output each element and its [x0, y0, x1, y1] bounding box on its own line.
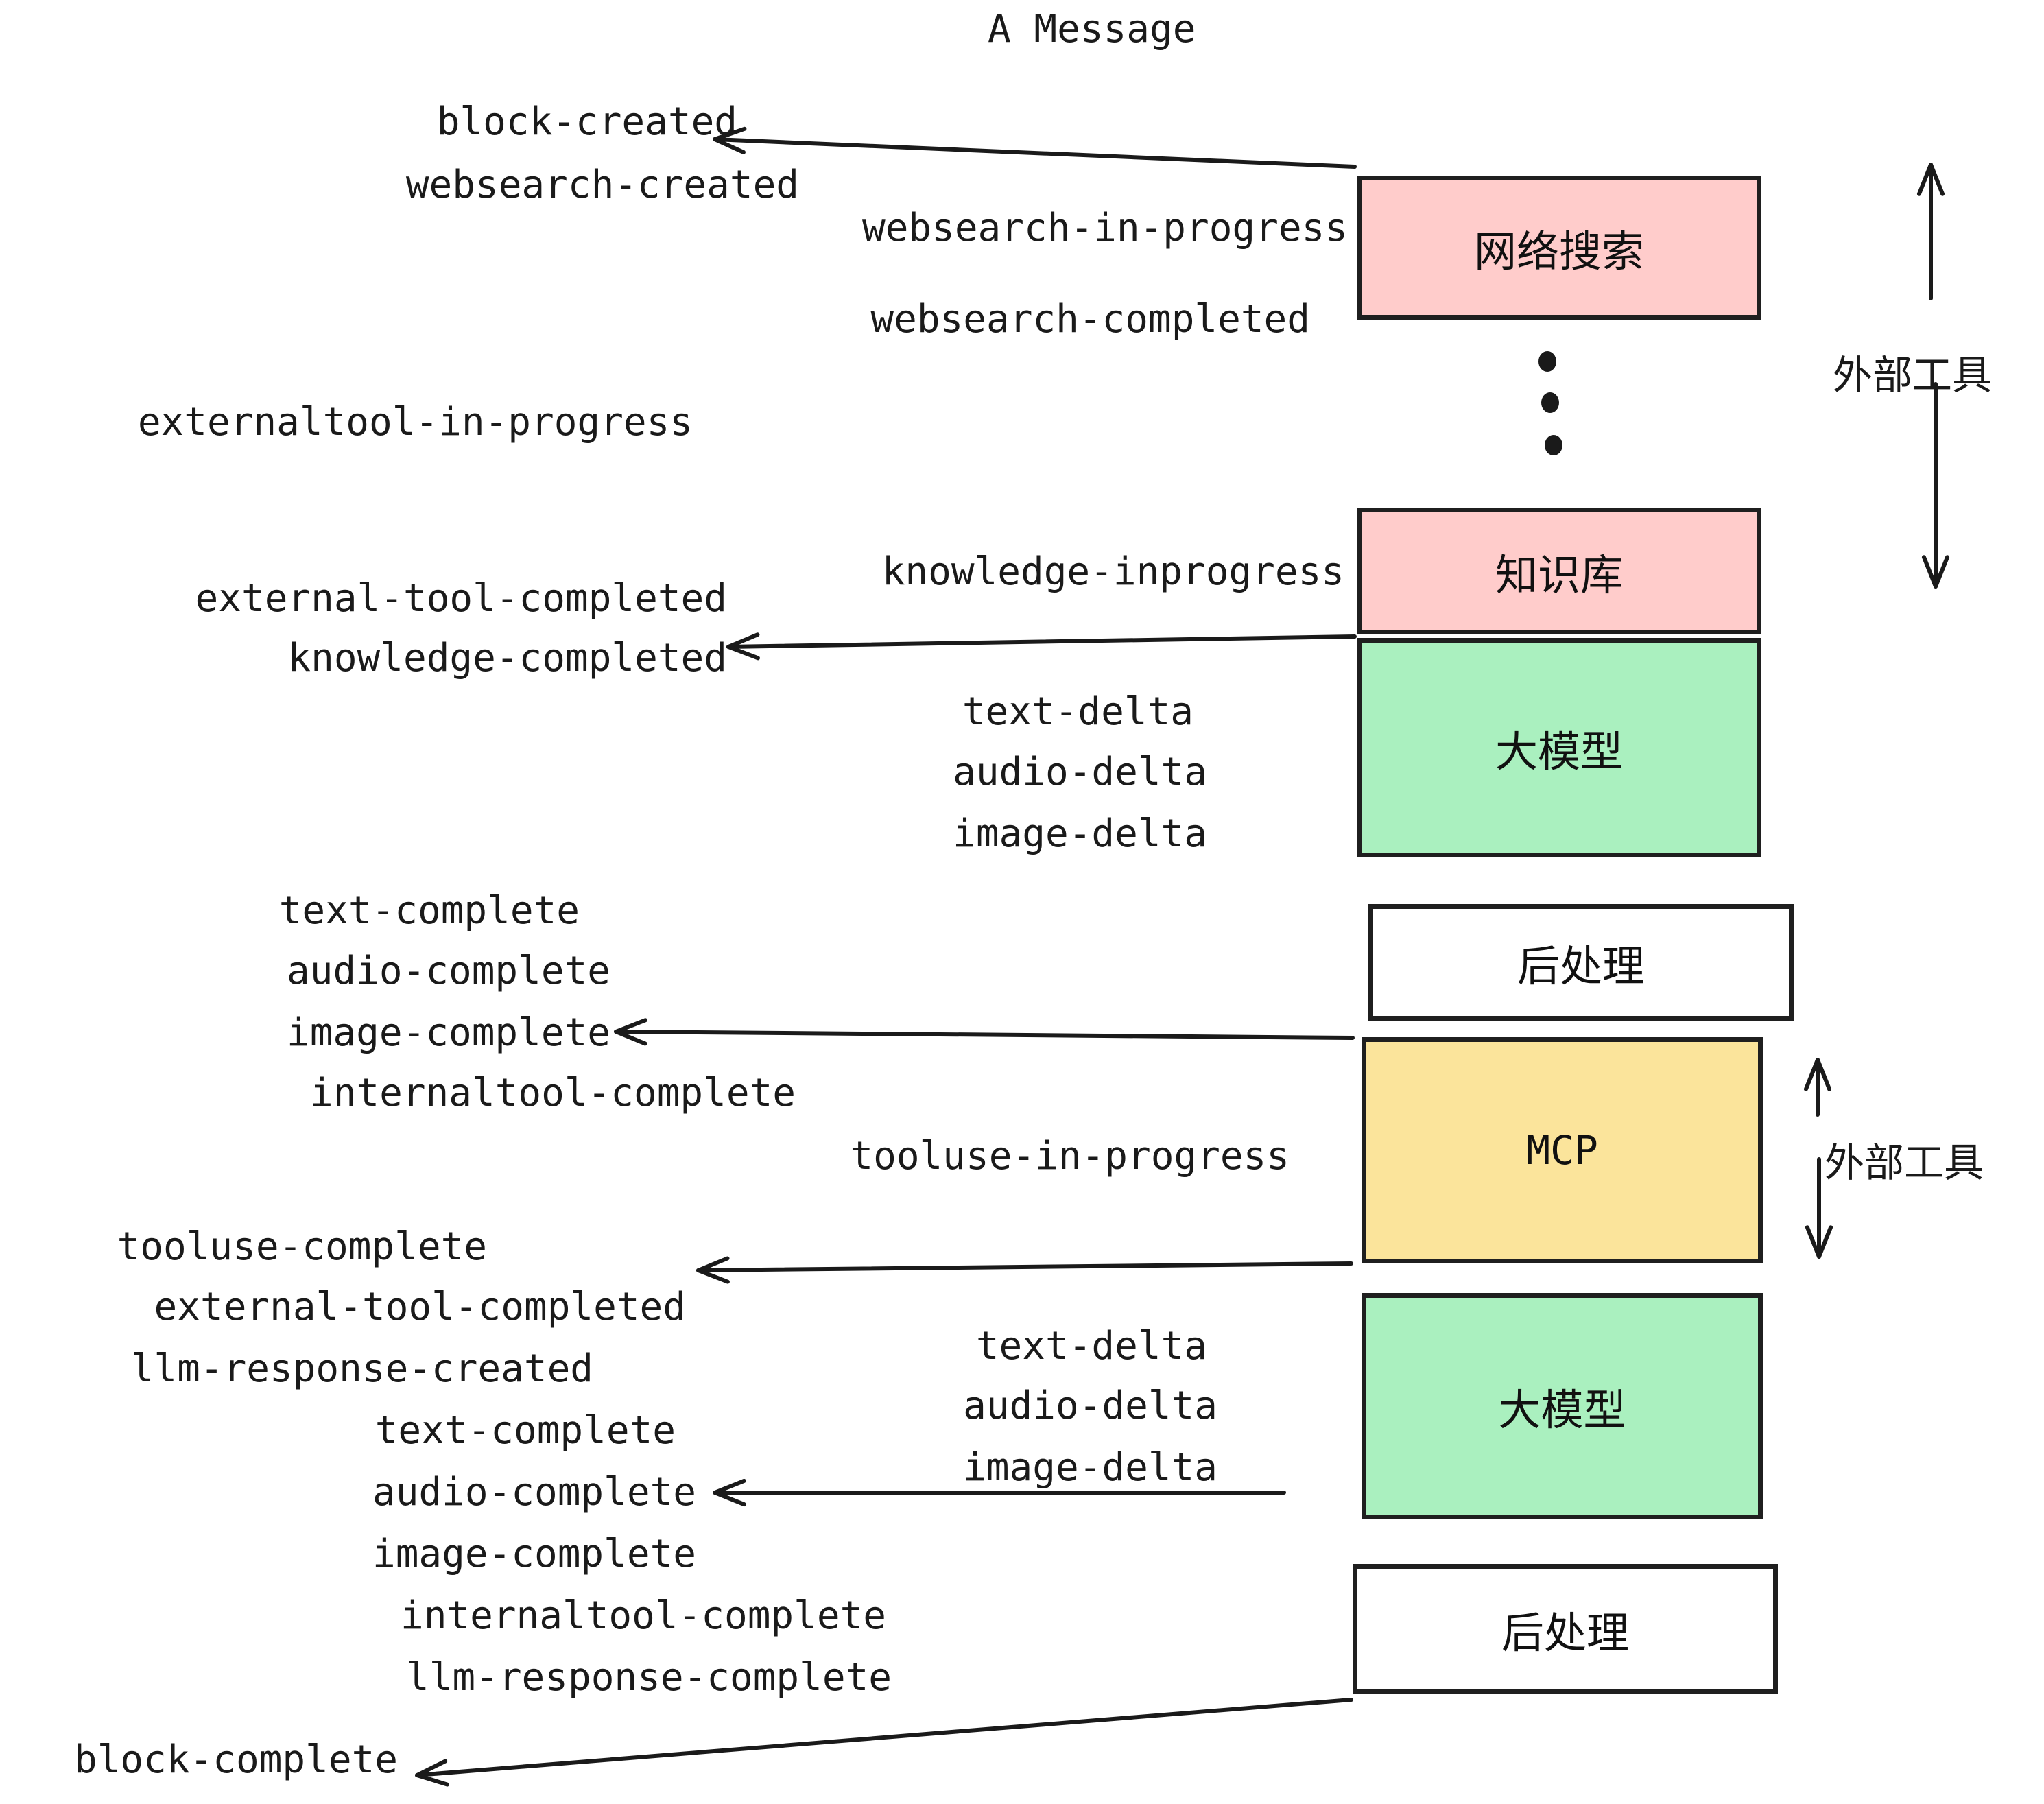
label-image-delta-2: image-delta: [963, 1445, 1217, 1490]
label-tooluse-complete: tooluse-complete: [117, 1224, 487, 1269]
box-knowledge: 知识库: [1357, 508, 1761, 634]
label-llm-response-complete: llm-response-complete: [405, 1655, 892, 1700]
label-internaltool-complete-1: internaltool-complete: [309, 1071, 796, 1115]
arrow-image-complete-head: [614, 1018, 647, 1046]
label-image-complete-1: image-complete: [286, 1010, 610, 1055]
ellipsis-dot-3: [1545, 435, 1562, 455]
label-audio-complete-2: audio-complete: [372, 1470, 696, 1515]
arrow-block-created-line: [713, 137, 1357, 169]
box-postprocess-top: 后处理: [1368, 904, 1794, 1021]
label-text-complete-1: text-complete: [278, 888, 580, 933]
label-block-created: block-created: [436, 99, 737, 144]
label-audio-complete-1: audio-complete: [286, 949, 610, 993]
label-tooluse-in-progress: tooluse-in-progress: [850, 1134, 1290, 1178]
box-postprocess-bot: 后处理: [1353, 1564, 1778, 1694]
external-tool-arrow-up-2-head: [1803, 1058, 1832, 1091]
arrow-tooluse-complete-head: [696, 1256, 730, 1284]
ellipsis-dot-1: [1538, 351, 1556, 372]
box-mcp: MCP: [1362, 1037, 1763, 1263]
arrow-knowledge-completed-head: [726, 632, 760, 661]
arrow-knowledge-completed-line: [726, 634, 1357, 649]
annotation-external-tool-lower: 外部工具: [1825, 1139, 1984, 1186]
label-internaltool-complete-2: internaltool-complete: [400, 1593, 886, 1638]
arrow-image-complete-line: [614, 1030, 1355, 1040]
label-text-delta-2: text-delta: [975, 1324, 1207, 1368]
box-llm-top: 大模型: [1357, 638, 1761, 857]
annotation-external-tool-upper: 外部工具: [1833, 352, 1993, 399]
label-websearch-created: websearch-created: [405, 163, 799, 207]
label-audio-delta-1: audio-delta: [953, 750, 1207, 794]
label-block-complete: block-complete: [73, 1737, 398, 1782]
label-external-tool-completed-1: external-tool-completed: [195, 576, 727, 621]
label-knowledge-inprogress: knowledge-inprogress: [881, 549, 1344, 594]
external-tool-arrow-up-1-head: [1916, 163, 1945, 196]
label-audio-delta-2: audio-delta: [963, 1384, 1217, 1428]
arrow-block-complete-head: [415, 1759, 449, 1787]
label-text-complete-2: text-complete: [375, 1408, 676, 1453]
label-image-complete-2: image-complete: [372, 1532, 696, 1576]
label-knowledge-completed: knowledge-completed: [287, 636, 727, 680]
box-llm-bottom: 大模型: [1362, 1293, 1763, 1519]
arrow-tooluse-complete-line: [696, 1261, 1353, 1272]
external-tool-arrow-down-1-head: [1921, 555, 1950, 589]
label-websearch-in-progress: websearch-in-progress: [861, 206, 1348, 250]
label-externaltool-in-progress: externaltool-in-progress: [137, 400, 693, 444]
label-external-tool-completed-2: external-tool-completed: [154, 1285, 686, 1329]
arrow-block-complete-line: [415, 1698, 1353, 1777]
label-websearch-completed: websearch-completed: [870, 297, 1310, 342]
label-llm-response-created: llm-response-created: [130, 1346, 593, 1391]
label-text-delta-1: text-delta: [962, 689, 1193, 734]
external-tool-arrow-down-2-head: [1805, 1225, 1833, 1259]
page-title: A Message: [988, 7, 1196, 51]
ellipsis-dot-2: [1541, 392, 1559, 413]
label-image-delta-1: image-delta: [953, 811, 1207, 856]
box-websearch: 网络搜索: [1357, 176, 1761, 320]
